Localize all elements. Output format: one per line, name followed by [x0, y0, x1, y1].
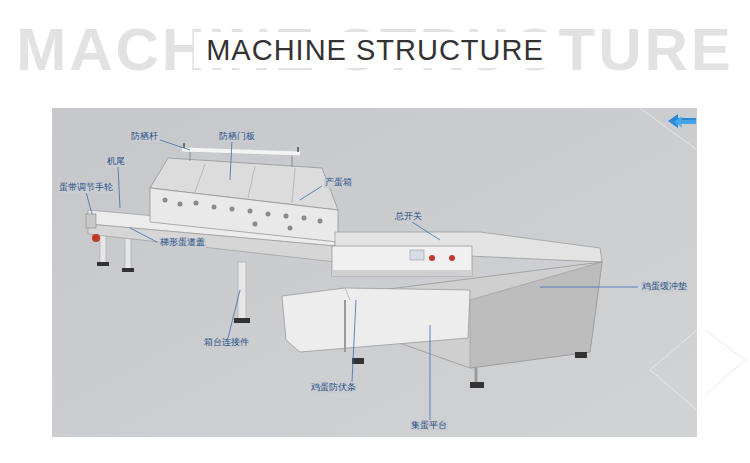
page-title: MACHINE STRUCTURE — [194, 32, 556, 68]
arrow-icon — [668, 114, 696, 128]
part-label: 产蛋箱 — [324, 178, 353, 188]
title-bar: MACHINE STRUCTURE — [0, 36, 750, 65]
part-label: 防栖门板 — [218, 132, 256, 142]
photo-panel — [52, 108, 697, 437]
part-label: 鸡蛋防伏条 — [310, 383, 357, 393]
nest-box — [150, 143, 338, 242]
part-label: 鸡蛋缓冲垫 — [641, 282, 688, 292]
egg-collector — [282, 232, 602, 388]
decor-lines — [640, 108, 745, 410]
part-label: 箱台连接件 — [203, 338, 250, 348]
part-label: 防栖杆 — [130, 132, 159, 142]
part-label: 集蛋平台 — [410, 421, 448, 431]
leader-lines — [86, 140, 638, 420]
part-label: 总开关 — [394, 212, 423, 222]
part-label: 机尾 — [106, 157, 126, 167]
part-label: 蛋带调节手轮 — [58, 183, 114, 193]
part-label: 梯形蛋道盖 — [159, 238, 206, 248]
